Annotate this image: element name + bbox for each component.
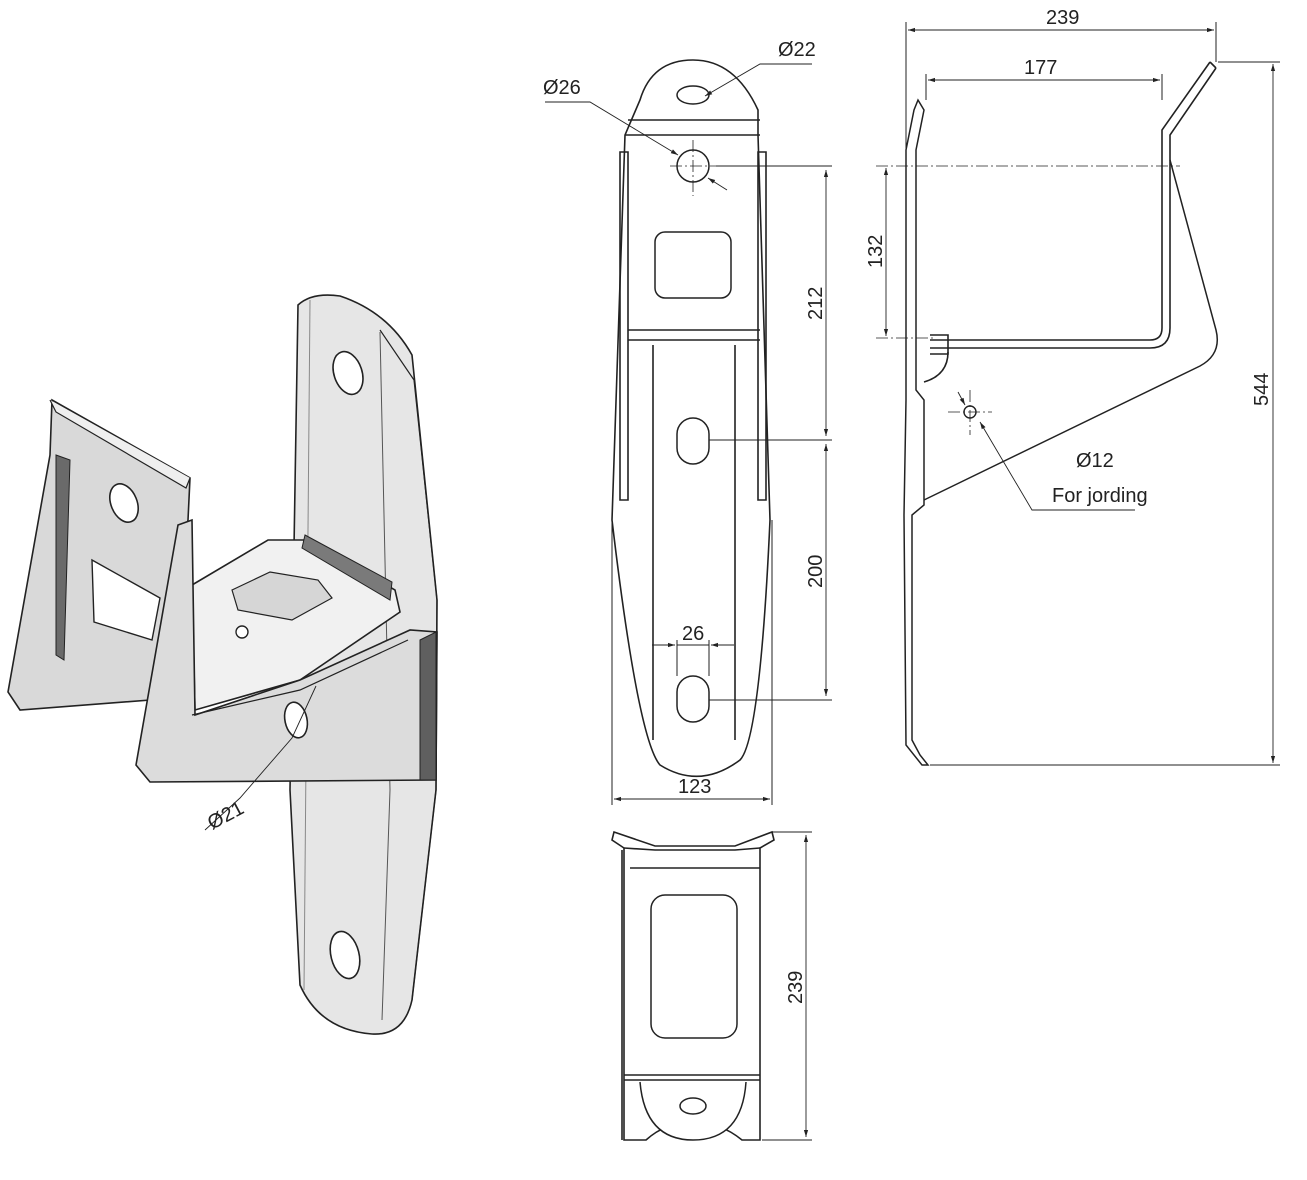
dim-bottom-depth: 239 bbox=[785, 971, 807, 1004]
dim-side-height: 544 bbox=[1251, 373, 1273, 406]
side-gusset bbox=[923, 159, 1218, 501]
dim-side-ground-hole: Ø12 bbox=[1076, 450, 1114, 472]
iso-window-left bbox=[91, 558, 161, 641]
bottom-view: 239 bbox=[611, 830, 812, 1141]
dim-front-hole-26: Ø26 bbox=[543, 77, 581, 99]
iso-front-plate bbox=[135, 518, 438, 783]
front-slot-upper bbox=[676, 417, 710, 465]
bottom-window bbox=[650, 894, 738, 1039]
dim-iso-hole: Ø21 bbox=[204, 797, 248, 834]
iso-small-hole bbox=[235, 625, 249, 639]
iso-hole-top bbox=[332, 350, 364, 396]
front-window bbox=[654, 231, 732, 299]
dim-side-width: 239 bbox=[1046, 7, 1079, 29]
dim-front-slot: 26 bbox=[682, 623, 704, 645]
iso-hole-bottom bbox=[329, 930, 361, 980]
dim-front-hole-22: Ø22 bbox=[778, 39, 816, 61]
side-ground-note: For jording bbox=[1052, 485, 1148, 507]
dim-side-inner: 177 bbox=[1024, 57, 1057, 79]
front-hole-22 bbox=[676, 85, 710, 105]
dim-front-212: 212 bbox=[805, 287, 827, 320]
iso-back-plate-edge bbox=[379, 329, 438, 1001]
iso-hole-front bbox=[283, 701, 309, 739]
dim-side-offset: 132 bbox=[865, 235, 887, 268]
side-back-plate bbox=[903, 98, 930, 766]
side-view: 239 177 132 544 Ø12 For jording bbox=[865, 7, 1280, 766]
iso-top-plate bbox=[191, 539, 401, 712]
bottom-tab-hole bbox=[679, 1097, 707, 1115]
front-slot-lower bbox=[676, 675, 710, 723]
dim-front-width: 123 bbox=[678, 776, 711, 798]
dim-front-200: 200 bbox=[805, 555, 827, 588]
isometric-view: Ø21 bbox=[7, 294, 438, 1035]
front-view: Ø22 Ø26 212 200 26 123 bbox=[543, 39, 832, 805]
iso-hole-left bbox=[109, 483, 139, 523]
